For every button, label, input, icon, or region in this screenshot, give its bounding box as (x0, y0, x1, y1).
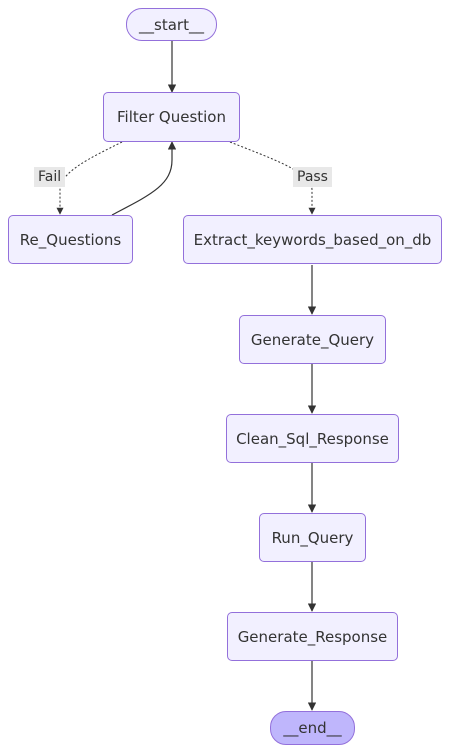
filter-question-node[interactable]: Filter Question (103, 92, 240, 142)
filter-question-label: Filter Question (116, 108, 226, 126)
clean-sql-response-label: Clean_Sql_Response (236, 429, 389, 448)
start-node-label: __start__ (139, 15, 204, 34)
re-questions-label: Re_Questions (19, 230, 122, 249)
extract-keywords-node[interactable]: Extract_keywords_based_on_db (183, 215, 442, 264)
end-node-label: __end__ (283, 719, 342, 737)
run-query-node[interactable]: Run_Query (259, 513, 366, 562)
extract-keywords-label: Extract_keywords_based_on_db (193, 230, 432, 249)
start-node[interactable]: __start__ (126, 8, 217, 41)
edge-filter-to-extract (229, 141, 316, 215)
generate-response-label: Generate_Response (237, 627, 388, 646)
generate-query-node[interactable]: Generate_Query (239, 315, 386, 364)
edge-requestions-to-filter (111, 141, 177, 216)
fail-edge-label: Fail (34, 167, 66, 187)
generate-response-node[interactable]: Generate_Response (227, 612, 398, 661)
generate-query-label: Generate_Query (250, 330, 375, 349)
end-node[interactable]: __end__ (270, 711, 355, 745)
re-questions-node[interactable]: Re_Questions (8, 215, 133, 264)
edge-filter-to-requestions (56, 141, 123, 215)
pass-edge-label: Pass (293, 167, 332, 187)
run-query-label: Run_Query (271, 528, 354, 547)
clean-sql-response-node[interactable]: Clean_Sql_Response (226, 414, 399, 463)
